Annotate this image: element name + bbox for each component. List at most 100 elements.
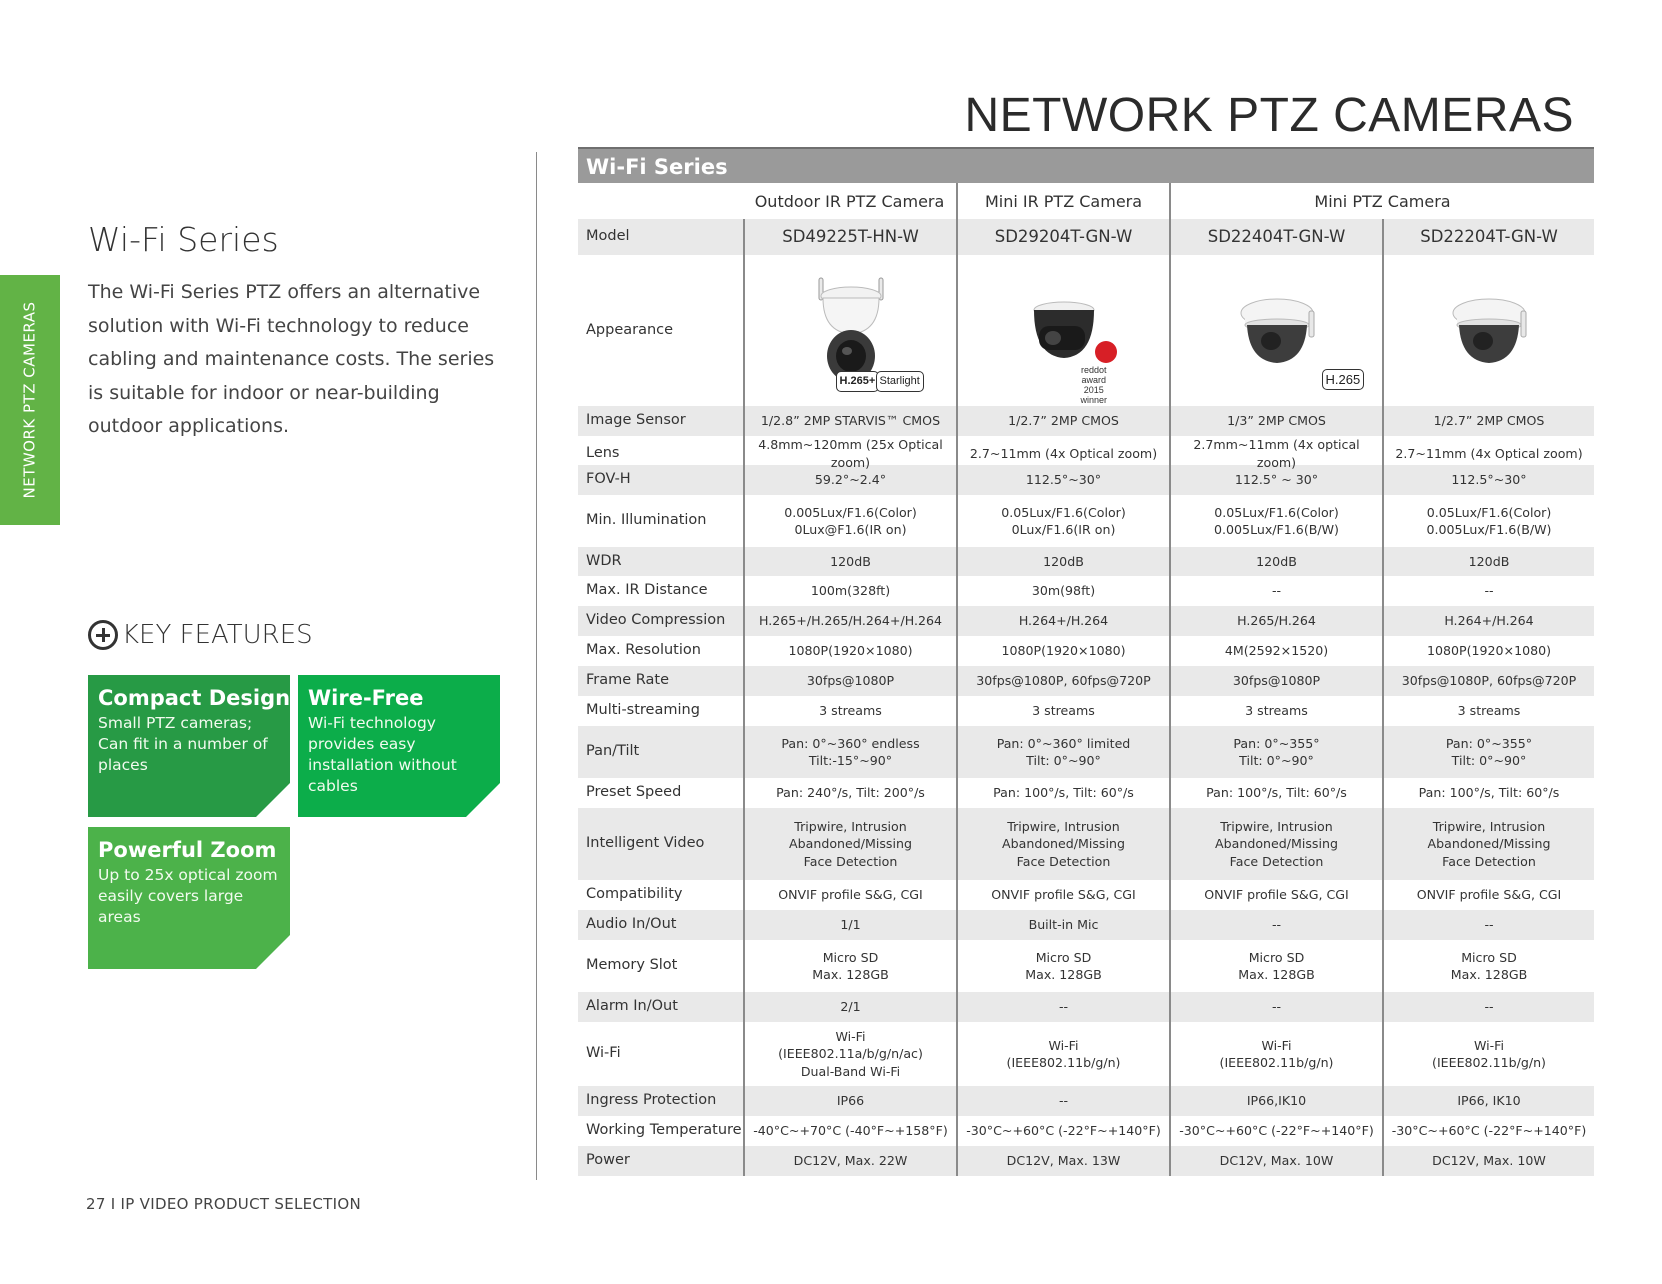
spec-cell: Pan: 0°~360° limited Tilt: 0°~90° xyxy=(956,726,1169,778)
spec-cell: Wi-Fi (IEEE802.11b/g/n) xyxy=(956,1022,1169,1086)
spec-cell: -- xyxy=(1382,576,1594,606)
model-cell: SD49225T-HN-W xyxy=(743,219,956,255)
spec-cell: 4M(2592×1520) xyxy=(1169,636,1382,666)
spec-row: Max. Resolution 1080P(1920×1080) 1080P(192… xyxy=(578,636,1594,666)
spec-cell: Built-in Mic xyxy=(956,910,1169,940)
dome-camera-icon xyxy=(1452,298,1527,363)
dome-camera-icon xyxy=(1240,298,1314,363)
feature-text: Wi-Fi technology provides easy installat… xyxy=(308,714,457,795)
row-label: Pan/Tilt xyxy=(586,743,640,760)
spec-cell: 1080P(1920×1080) xyxy=(1382,636,1594,666)
spec-cell: H.264+/H.264 xyxy=(1382,606,1594,636)
plus-circle-icon xyxy=(88,620,118,650)
category-mini-ir-ptz: Mini IR PTZ Camera xyxy=(956,183,1169,219)
spec-cell: 3 streams xyxy=(743,696,956,726)
spec-cell: 120dB xyxy=(1382,547,1594,576)
spec-cell: 2.7~11mm (4x Optical zoom) xyxy=(956,436,1169,471)
spec-cell: 1/2.7” 2MP CMOS xyxy=(1382,406,1594,436)
spec-table: Wi-Fi Series Outdoor IR PTZ Camera Mini … xyxy=(578,147,1594,1176)
spec-cell: ONVIF profile S&G, CGI xyxy=(743,880,956,910)
spec-cell: -30°C~+60°C (-22°F~+140°F) xyxy=(1382,1116,1594,1146)
reddot-icon xyxy=(1094,340,1117,363)
spec-cell: 30m(98ft) xyxy=(956,576,1169,606)
vertical-divider xyxy=(536,152,537,1180)
spec-row: Working Temperature-40°C~+70°C (-40°F~+1… xyxy=(578,1116,1594,1146)
ptz-camera-icon xyxy=(818,277,883,382)
row-label: Lens xyxy=(586,444,620,461)
row-label: Compatibility xyxy=(586,886,683,903)
key-features-title: KEY FEATURES xyxy=(122,620,313,650)
spec-cell: Micro SD Max. 128GB xyxy=(1169,940,1382,992)
row-label: Frame Rate xyxy=(586,672,670,689)
model-row: Model SD49225T-HN-W SD29204T-GN-W SD2240… xyxy=(578,219,1594,255)
row-label: Max. Resolution xyxy=(586,642,701,659)
spec-cell: -- xyxy=(1169,576,1382,606)
spec-cell: DC12V, Max. 10W xyxy=(1382,1146,1594,1176)
side-tab: NETWORK PTZ CAMERAS xyxy=(0,275,60,525)
spec-cell: 2/1 xyxy=(743,992,956,1022)
row-label: Max. IR Distance xyxy=(586,582,708,599)
appearance-cell: H.265 xyxy=(1169,255,1382,406)
spec-cell: 3 streams xyxy=(1169,696,1382,726)
mini-ir-ptz-camera-image: reddot award 2015 winner xyxy=(989,263,1139,405)
spec-cell: 1/3” 2MP CMOS xyxy=(1169,406,1382,436)
spec-cell: Wi-Fi (IEEE802.11b/g/n) xyxy=(1169,1022,1382,1086)
h265plus-badge: H.265+ xyxy=(835,370,880,392)
spec-cell: 112.5°~30° xyxy=(956,465,1169,495)
spec-cell: IP66 xyxy=(743,1086,956,1116)
spec-cell: DC12V, Max. 13W xyxy=(956,1146,1169,1176)
spec-cell: 30fps@1080P, 60fps@720P xyxy=(956,666,1169,696)
row-label: Alarm In/Out xyxy=(586,998,678,1015)
spec-cell: Wi-Fi (IEEE802.11b/g/n) xyxy=(1382,1022,1594,1086)
spec-cell: Pan: 0°~355° Tilt: 0°~90° xyxy=(1382,726,1594,778)
feature-text: Up to 25x optical zoom easily covers lar… xyxy=(98,866,278,926)
row-label: Ingress Protection xyxy=(586,1092,717,1109)
intro-text: The Wi-Fi Series PTZ offers an alternati… xyxy=(88,281,495,437)
spec-cell: Wi-Fi (IEEE802.11a/b/g/n/ac) Dual-Band W… xyxy=(743,1022,956,1086)
spec-cell: 120dB xyxy=(956,547,1169,576)
category-outdoor-ir-ptz: Outdoor IR PTZ Camera xyxy=(754,191,945,211)
spec-cell: 100m(328ft) xyxy=(743,576,956,606)
row-label: Power xyxy=(586,1152,630,1169)
category-empty xyxy=(578,183,743,219)
model-cell: SD22404T-GN-W xyxy=(1169,219,1382,255)
spec-cell: Pan: 0°~355° Tilt: 0°~90° xyxy=(1169,726,1382,778)
spec-cell: 120dB xyxy=(743,547,956,576)
spec-cell: Tripwire, Intrusion Abandoned/Missing Fa… xyxy=(956,808,1169,880)
row-label: Preset Speed xyxy=(586,784,682,801)
spec-row: Compatibility ONVIF profile S&G, CGI ONVIF… xyxy=(578,880,1594,910)
mini-ptz-camera-image-2 xyxy=(1414,263,1564,399)
starlight-badge: Starlight xyxy=(875,370,924,392)
spec-cell: H.265+/H.265/H.264+/H.264 xyxy=(743,606,956,636)
row-label: FOV-H xyxy=(586,471,631,488)
spec-cell: -- xyxy=(1169,992,1382,1022)
spec-cell: -- xyxy=(956,1086,1169,1116)
spec-cell: Tripwire, Intrusion Abandoned/Missing Fa… xyxy=(743,808,956,880)
spec-cell: 1/2.7” 2MP CMOS xyxy=(956,406,1169,436)
spec-cell: 1080P(1920×1080) xyxy=(743,636,956,666)
feature-wire-free: Wire-Free Wi-Fi technology provides easy… xyxy=(298,675,500,817)
spec-cell: -- xyxy=(1169,910,1382,940)
row-label: Min. Illumination xyxy=(586,512,707,529)
spec-cell: ONVIF profile S&G, CGI xyxy=(1169,880,1382,910)
appearance-cell: reddot award 2015 winner xyxy=(956,255,1169,406)
spec-cell: H.265/H.264 xyxy=(1169,606,1382,636)
side-tab-label: NETWORK PTZ CAMERAS xyxy=(21,301,39,499)
spec-cell: -- xyxy=(956,992,1169,1022)
spec-cell: -- xyxy=(1382,910,1594,940)
spec-cell: 3 streams xyxy=(1382,696,1594,726)
spec-row: Video Compression H.265+/H.265/H.264+/H.2… xyxy=(578,606,1594,636)
spec-cell: 1/1 xyxy=(743,910,956,940)
row-label: Video Compression xyxy=(586,612,726,629)
row-label: Appearance xyxy=(586,321,674,338)
appearance-row: Appearance H.265+ Starlight xyxy=(578,255,1594,406)
spec-cell: 59.2°~2.4° xyxy=(743,465,956,495)
